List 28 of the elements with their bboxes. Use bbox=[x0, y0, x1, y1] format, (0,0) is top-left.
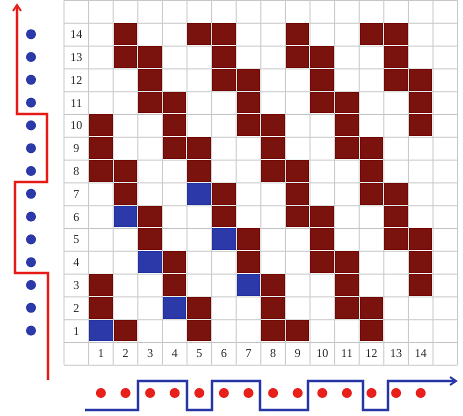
row-number: 1 bbox=[73, 324, 80, 337]
row-number: 10 bbox=[70, 119, 82, 132]
row-number: 9 bbox=[73, 142, 80, 154]
row-number: 14 bbox=[70, 28, 82, 40]
row-number: 2 bbox=[73, 302, 80, 314]
column-number: 12 bbox=[365, 347, 378, 360]
column-number: 11 bbox=[341, 347, 353, 360]
row-number: 11 bbox=[70, 96, 82, 109]
row-number: 4 bbox=[73, 256, 80, 268]
row-number: 3 bbox=[73, 278, 80, 291]
column-number: 5 bbox=[196, 347, 202, 360]
column-number: 7 bbox=[245, 347, 252, 360]
row-number: 12 bbox=[70, 74, 82, 86]
row-number: 7 bbox=[73, 188, 80, 200]
row-number: 8 bbox=[73, 164, 80, 177]
column-number: 9 bbox=[294, 347, 301, 360]
column-number: 3 bbox=[147, 347, 154, 360]
row-number: 6 bbox=[73, 210, 80, 223]
column-number: 10 bbox=[316, 347, 328, 360]
column-number: 6 bbox=[220, 347, 227, 360]
column-number: 4 bbox=[172, 347, 178, 360]
column-number: 2 bbox=[122, 347, 128, 360]
column-number: 8 bbox=[270, 347, 276, 360]
row-number: 5 bbox=[73, 233, 80, 246]
column-number: 14 bbox=[414, 347, 427, 360]
row-number: 13 bbox=[70, 50, 82, 63]
column-number: 13 bbox=[390, 347, 402, 360]
column-number: 1 bbox=[98, 347, 104, 360]
